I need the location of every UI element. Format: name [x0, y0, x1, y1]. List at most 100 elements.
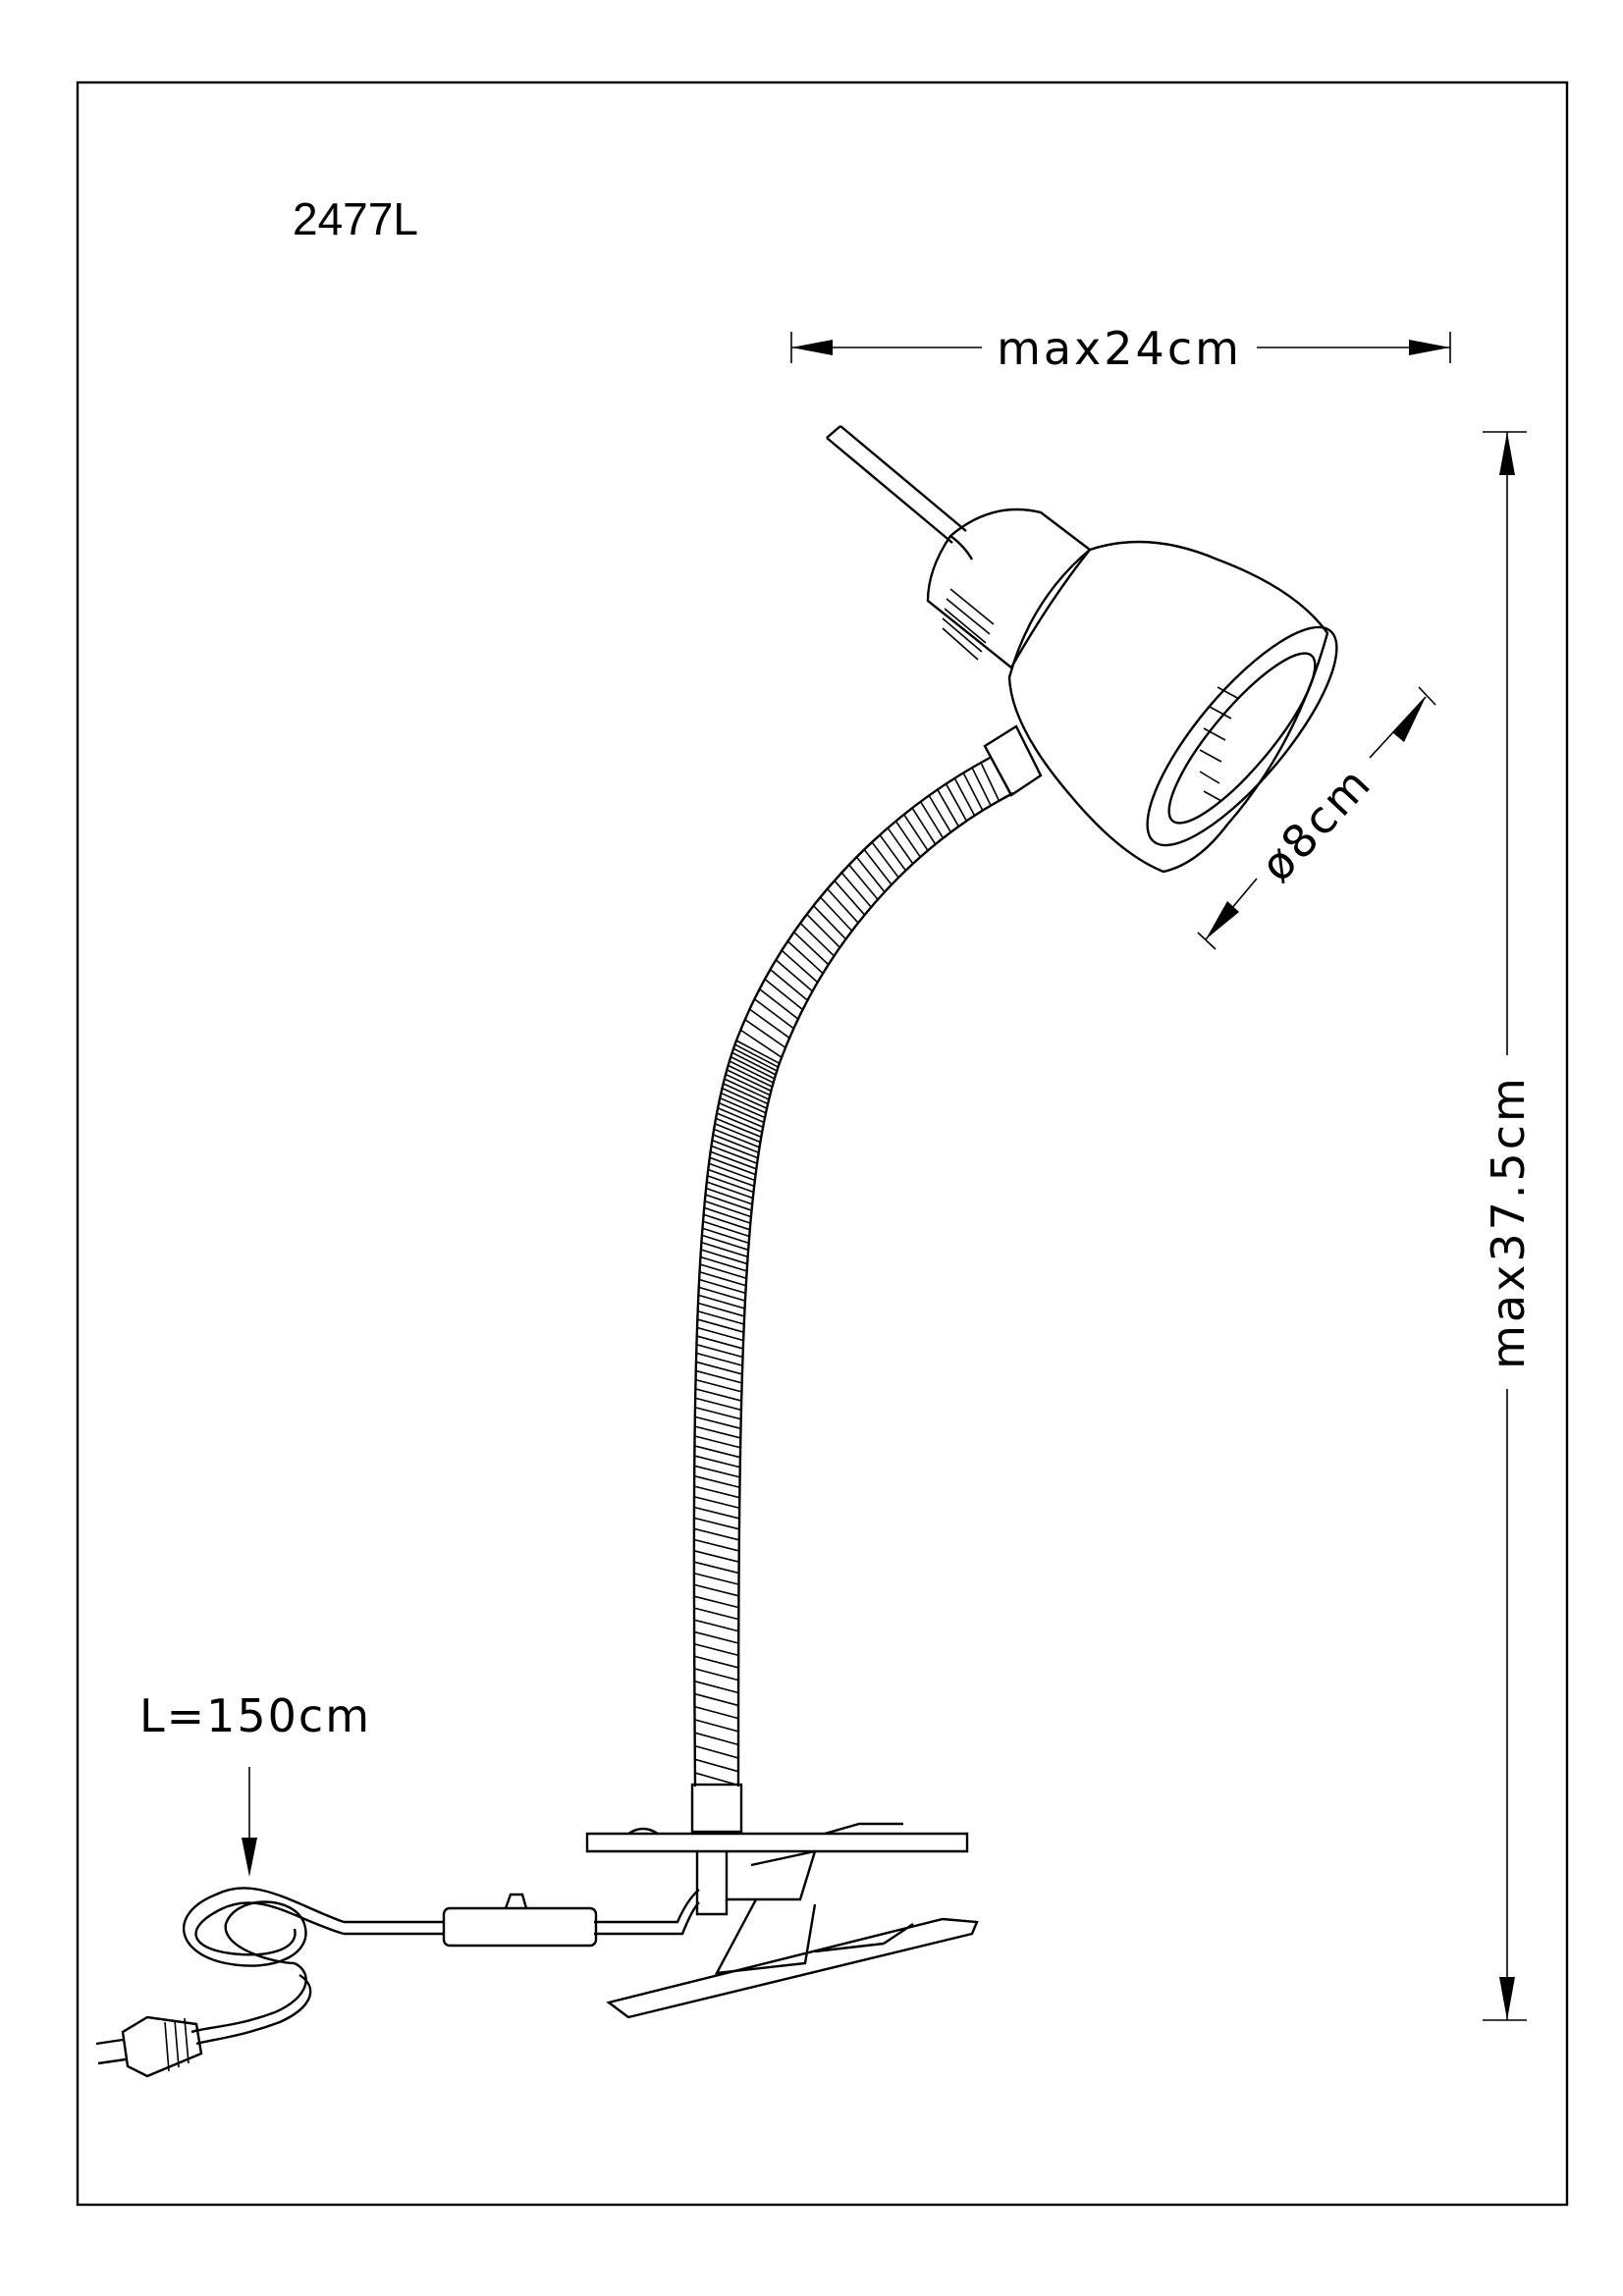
lamp-illustration: [95, 425, 1338, 2078]
plug: [121, 2015, 203, 2078]
gooseneck-rib: [693, 1655, 739, 1669]
gooseneck-rib: [704, 1200, 752, 1218]
gooseneck-rib: [723, 1083, 769, 1105]
gooseneck-rib: [693, 1538, 739, 1552]
cable-length-indicator: L=150cm: [139, 1689, 371, 1877]
gooseneck-rib: [706, 1181, 754, 1200]
gooseneck-rib: [722, 1087, 768, 1109]
gooseneck-rib: [728, 1064, 773, 1088]
gooseneck-rib: [718, 1101, 765, 1124]
gooseneck-rib: [693, 1550, 739, 1563]
gooseneck-rib: [693, 1572, 739, 1585]
gooseneck-rib: [699, 1270, 746, 1287]
gooseneck-rib: [744, 1018, 786, 1048]
gooseneck-rib: [848, 864, 879, 900]
gooseneck-rib: [711, 1145, 758, 1164]
gooseneck-rib: [695, 1352, 743, 1366]
gooseneck-rib: [694, 1455, 740, 1468]
gooseneck-rib: [698, 1294, 745, 1309]
gooseneck-rib: [730, 1055, 776, 1080]
gooseneck-rib: [793, 931, 830, 966]
gooseneck-rib: [714, 1123, 761, 1144]
gooseneck-rib: [759, 988, 799, 1020]
gooseneck-rib: [709, 1156, 756, 1176]
gooseneck-rib: [693, 1607, 739, 1621]
gooseneck-rib: [971, 767, 992, 806]
gooseneck-rib: [705, 1187, 753, 1205]
gooseneck-rib: [919, 801, 945, 839]
gooseneck-rib: [731, 1051, 777, 1076]
gooseneck-rib: [701, 1241, 748, 1258]
gooseneck-rib: [724, 1078, 770, 1100]
gooseneck-rib: [911, 807, 937, 845]
gooseneck-ribs: [693, 762, 1001, 1787]
gooseneck-rib: [712, 1134, 759, 1153]
gooseneck-rib: [702, 1227, 749, 1245]
gooseneck-rib: [697, 1302, 745, 1317]
gooseneck-rib: [827, 887, 859, 924]
gooseneck-rib: [879, 834, 907, 872]
gooseneck-rib: [694, 1705, 739, 1720]
gooseneck-rib: [694, 1772, 739, 1787]
gooseneck-rib: [695, 1369, 742, 1384]
gooseneck-rib: [812, 905, 847, 940]
gooseneck-rib: [775, 959, 814, 992]
gooseneck-rib: [694, 1758, 739, 1773]
gooseneck-rib: [753, 998, 794, 1030]
inline-switch: [442, 1906, 598, 1948]
gooseneck-rib: [819, 896, 853, 932]
gooseneck-rib: [713, 1128, 760, 1148]
lamp-socket-housing: [926, 507, 1092, 669]
gooseneck-rib: [725, 1073, 771, 1096]
gooseneck-rib: [695, 1361, 743, 1375]
gooseneck-rib: [840, 872, 872, 908]
gooseneck-rib: [693, 1561, 739, 1575]
gooseneck-rib: [693, 1506, 740, 1520]
gooseneck-rib: [694, 1692, 739, 1707]
gooseneck-rib: [693, 1517, 740, 1530]
gooseneck-rib: [694, 1445, 741, 1459]
gooseneck-rib: [694, 1680, 739, 1694]
gooseneck-rib: [887, 828, 914, 865]
gooseneck-rib: [799, 922, 836, 957]
gooseneck-rib: [699, 1263, 747, 1280]
gooseneck-rib: [693, 1527, 740, 1541]
gooseneck-rib: [696, 1335, 744, 1350]
gooseneck-rib: [735, 1040, 781, 1065]
gooseneck-rib: [694, 1465, 740, 1478]
gooseneck-rib: [708, 1162, 756, 1182]
gooseneck-rib: [764, 978, 804, 1011]
gooseneck-joint: [983, 724, 1043, 797]
gooseneck-rib: [928, 795, 952, 833]
clamp-jaw: [695, 1849, 817, 1975]
cable-label: L=150cm: [139, 1689, 371, 1742]
gooseneck-rib: [694, 1719, 739, 1733]
gooseneck-rib: [903, 814, 929, 851]
sheet-border: [76, 80, 1569, 2207]
gooseneck-rib: [894, 821, 921, 858]
gooseneck-rib: [694, 1732, 739, 1746]
gooseneck-rib: [863, 849, 893, 885]
gooseneck-rib: [716, 1112, 763, 1134]
gooseneck-rib: [694, 1406, 741, 1420]
gooseneck-rib: [962, 773, 984, 811]
gooseneck-rib: [695, 1378, 742, 1393]
gooseneck-rib: [694, 1435, 741, 1449]
gooseneck-rib: [770, 969, 808, 1001]
width-dimension: max24cm: [790, 322, 1451, 375]
gooseneck-rib: [786, 940, 824, 975]
gooseneck-arm: [692, 756, 1014, 1788]
gooseneck-rib: [980, 762, 1001, 802]
gooseneck-rib: [695, 1388, 742, 1402]
gooseneck-rib: [693, 1630, 739, 1644]
gooseneck-rib: [702, 1220, 750, 1238]
gooseneck-rib: [694, 1668, 739, 1682]
gooseneck-rib: [715, 1117, 762, 1139]
gooseneck-rib: [717, 1107, 764, 1129]
gooseneck-rib: [719, 1096, 766, 1119]
gooseneck-rib: [696, 1326, 744, 1342]
gooseneck-rib: [705, 1194, 752, 1211]
gooseneck-rib: [710, 1150, 757, 1170]
gooseneck-rib: [953, 777, 976, 817]
